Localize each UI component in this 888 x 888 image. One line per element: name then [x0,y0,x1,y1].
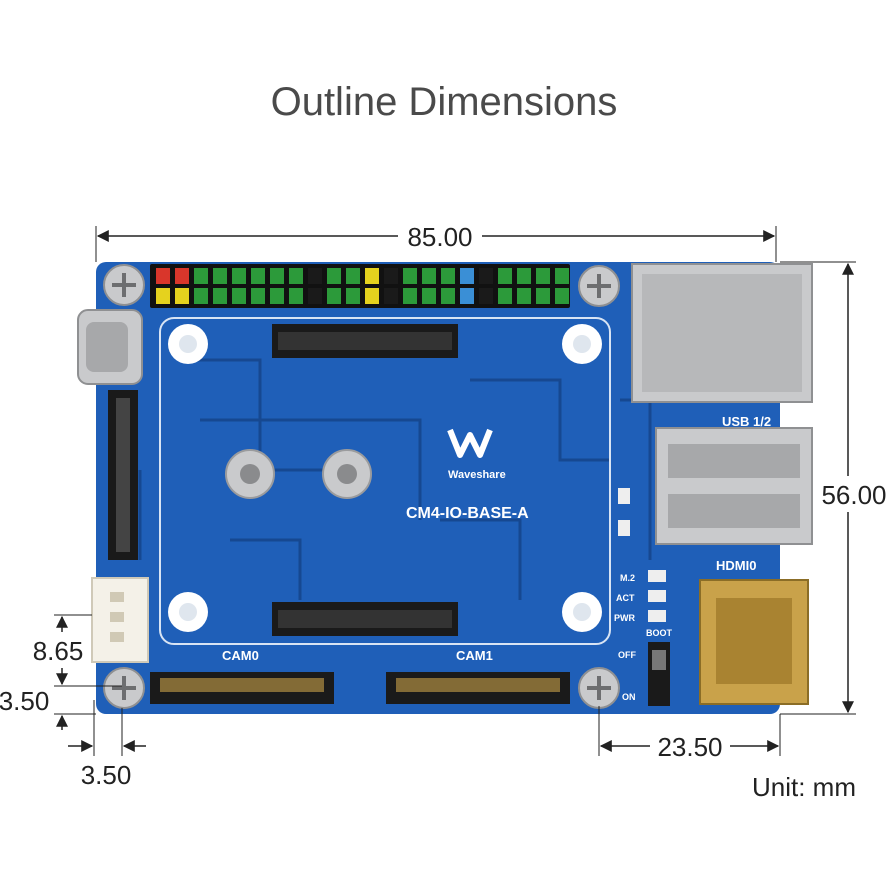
gpio-pin [384,288,398,304]
gpio-pin [156,268,170,284]
usb-c-port [77,309,143,385]
gpio-pin [498,288,512,304]
dimension-hole-right: 23.50 [598,706,781,762]
cam1-label: CAM1 [456,648,493,663]
gpio-pin [479,268,493,284]
gpio-pin [536,268,550,284]
brand-label: Waveshare [448,469,506,481]
gpio-pin [194,288,208,304]
gpio-pin [194,268,208,284]
gpio-pin [403,268,417,284]
boot-off-label: OFF [618,650,636,660]
dimension-height: 56.00 [780,261,887,715]
dimension-connector: 8.65 [33,614,122,687]
gpio-pin [441,288,455,304]
gpio-pin [517,288,531,304]
gpio-pin [384,268,398,284]
gpio-pin [460,288,474,304]
gpio-pin [422,268,436,284]
gpio-pin [479,288,493,304]
gpio-pin [498,268,512,284]
gpio-pin [346,288,360,304]
cm4-hole-bottom-right [562,592,602,632]
waveshare-logo: Waveshare [447,428,506,481]
standoff-left [225,449,275,499]
hole-bottom-value: 3.50 [0,686,49,716]
connector-value: 8.65 [33,636,84,666]
gpio-pin [327,288,341,304]
page-title: Outline Dimensions [270,80,618,124]
width-value: 85.00 [407,222,472,252]
gpio-pin [346,268,360,284]
cm4-hole-bottom-left [168,592,208,632]
hdmi-port [699,579,809,705]
gpio-pin [308,288,322,304]
gpio-pin [555,288,569,304]
gpio-pin [327,268,341,284]
gpio-pin [441,268,455,284]
gpio-pin [213,288,227,304]
gpio-pin [403,288,417,304]
gpio-pin [175,268,189,284]
gpio-pin [536,288,550,304]
hdmi-label: HDMI0 [716,558,756,573]
gpio-pin [232,288,246,304]
height-value: 56.00 [821,480,886,510]
gpio-pin [460,268,474,284]
gpio-pin [308,268,322,284]
corner-screw-bottom-right [578,667,620,709]
gpio-pin [517,268,531,284]
pwr-led-label: PWR [614,613,635,623]
unit-label: Unit: mm [752,772,856,802]
usb-a-port [655,427,813,545]
gpio-pin [270,268,284,284]
cm4-module-outline [159,317,611,645]
boot-switch [648,642,670,706]
gpio-header [150,264,570,308]
hole-right-value: 23.50 [657,732,722,762]
gpio-pin [365,288,379,304]
hole-left-value: 3.50 [81,760,132,790]
gpio-pin [251,288,265,304]
cm4-connector-top [272,324,458,358]
gpio-pin [555,268,569,284]
m2-led-label: M.2 [620,573,635,583]
usb-label: USB 1/2 [722,414,771,429]
gpio-pin [365,268,379,284]
cm4-hole-top-left [168,324,208,364]
cm4-connector-bottom [272,602,458,636]
boot-on-label: ON [622,692,636,702]
ethernet-port [631,263,813,403]
cam0-label: CAM0 [222,648,259,663]
corner-screw-top-right [578,265,620,307]
act-led-label: ACT [616,593,635,603]
gpio-pin [270,288,284,304]
fan-connector [91,577,149,663]
cm4-hole-top-right [562,324,602,364]
dimension-hole-bottom: 3.50 [0,686,96,730]
display-fpc-connector [108,390,138,560]
gpio-pin [289,288,303,304]
gpio-pin [251,268,265,284]
gpio-pin [289,268,303,284]
gpio-pin [213,268,227,284]
standoff-right [322,449,372,499]
gpio-pin [422,288,436,304]
gpio-pin [175,288,189,304]
cam0-connector [150,672,334,704]
corner-screw-bottom-left [103,667,145,709]
cam1-connector [386,672,570,704]
dimension-width: 85.00 [95,222,777,262]
board-name-label: CM4-IO-BASE-A [406,505,529,522]
gpio-pin [156,288,170,304]
dimension-hole-left: 3.50 [68,700,146,790]
status-leds [618,488,666,622]
corner-screw-top-left [103,264,145,306]
gpio-pin [232,268,246,284]
boot-label: BOOT [646,628,673,638]
